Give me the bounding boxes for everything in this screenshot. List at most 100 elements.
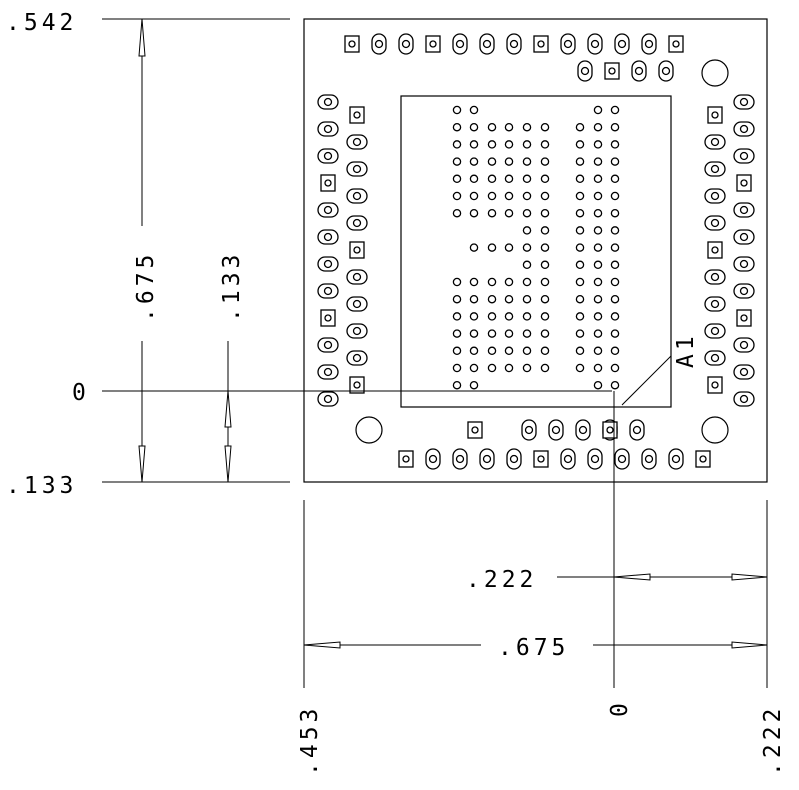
oval-pad: [398, 33, 414, 55]
oval-pad: [704, 215, 726, 231]
ball: [575, 122, 585, 132]
ball: [487, 140, 497, 149]
oval-pad: [733, 202, 755, 218]
ball: [522, 208, 532, 218]
oval-pad: [668, 448, 684, 470]
oval-pad: [346, 188, 368, 204]
arrow-675h-left: [303, 641, 341, 649]
pad-hole: [352, 137, 362, 147]
ball: [610, 380, 620, 390]
pad-hole: [352, 164, 362, 174]
ball: [522, 260, 532, 270]
oval-pad: [704, 269, 726, 285]
square-pad: [344, 35, 360, 53]
ball: [452, 346, 462, 356]
oval-pad: [733, 337, 755, 353]
oval-pad: [733, 229, 755, 245]
pad-hole: [632, 425, 642, 435]
ball: [504, 174, 514, 184]
arrow-675-top: [138, 18, 146, 57]
oval-pad: [733, 391, 755, 407]
ball: [487, 243, 497, 252]
pad-hole: [563, 39, 573, 49]
pad-hole: [644, 454, 654, 464]
ball: [452, 191, 462, 201]
ball: [610, 105, 620, 115]
pad-hole: [644, 39, 654, 49]
pad-hole: [348, 40, 356, 48]
oval-pad: [425, 448, 441, 470]
pad-hole: [710, 353, 720, 363]
ball: [487, 294, 497, 304]
oval-pad: [631, 60, 647, 82]
oval-pad: [704, 188, 726, 204]
ball: [610, 140, 620, 149]
pad-hole: [324, 314, 332, 322]
ball: [593, 226, 603, 235]
oval-pad: [371, 33, 387, 55]
pad-hole: [590, 454, 600, 464]
ball: [522, 346, 532, 356]
ball: [487, 122, 497, 132]
pad-hole: [353, 246, 361, 254]
ball: [610, 346, 620, 356]
ball: [575, 363, 585, 373]
ball: [469, 277, 479, 287]
oval-pad: [577, 60, 593, 82]
ball: [540, 312, 550, 321]
ball: [504, 191, 514, 201]
ball: [610, 122, 620, 132]
oval-pad: [317, 94, 339, 110]
oval-pad: [479, 448, 495, 470]
pad-hole: [710, 191, 720, 201]
ball: [575, 312, 585, 321]
ball: [540, 191, 550, 201]
square-pad: [602, 421, 618, 439]
ball: [522, 329, 532, 338]
pad-hole: [323, 394, 333, 404]
ball: [610, 208, 620, 218]
ball: [540, 243, 550, 252]
oval-pad: [346, 350, 368, 366]
square-pad: [695, 450, 711, 468]
oval-pad: [658, 60, 674, 82]
ball: [540, 226, 550, 235]
mounting-hole-top-right: [701, 59, 729, 87]
ball: [610, 226, 620, 235]
ball: [452, 208, 462, 218]
pad-hole: [740, 314, 748, 322]
ball: [593, 312, 603, 321]
pad-hole: [580, 66, 590, 76]
ball: [504, 243, 514, 252]
ball: [452, 329, 462, 338]
dim-label-x-right: .222: [760, 705, 786, 776]
arrow-133-down: [224, 445, 232, 483]
pad-hole: [606, 426, 614, 434]
ball: [593, 105, 603, 115]
pad-hole: [739, 286, 749, 296]
ball: [504, 312, 514, 321]
pad-hole: [740, 179, 748, 187]
dim-label-x-zero: 0: [607, 699, 633, 717]
pad-hole: [323, 124, 333, 134]
square-pad: [533, 450, 549, 468]
ball: [452, 105, 462, 115]
pad-hole: [739, 340, 749, 350]
pad-hole: [710, 218, 720, 228]
ball: [522, 157, 532, 166]
ball: [522, 312, 532, 321]
pad-hole: [455, 39, 465, 49]
arrow-222-left: [613, 573, 651, 581]
ball: [593, 174, 603, 184]
oval-pad: [733, 283, 755, 299]
pad-hole: [739, 151, 749, 161]
pad-hole: [482, 454, 492, 464]
ball: [593, 277, 603, 287]
oval-pad: [614, 448, 630, 470]
arrow-675-bottom: [138, 445, 146, 483]
oval-pad: [587, 33, 603, 55]
oval-pad: [704, 350, 726, 366]
pad-hole: [323, 259, 333, 269]
ball: [487, 312, 497, 321]
ball: [522, 243, 532, 252]
